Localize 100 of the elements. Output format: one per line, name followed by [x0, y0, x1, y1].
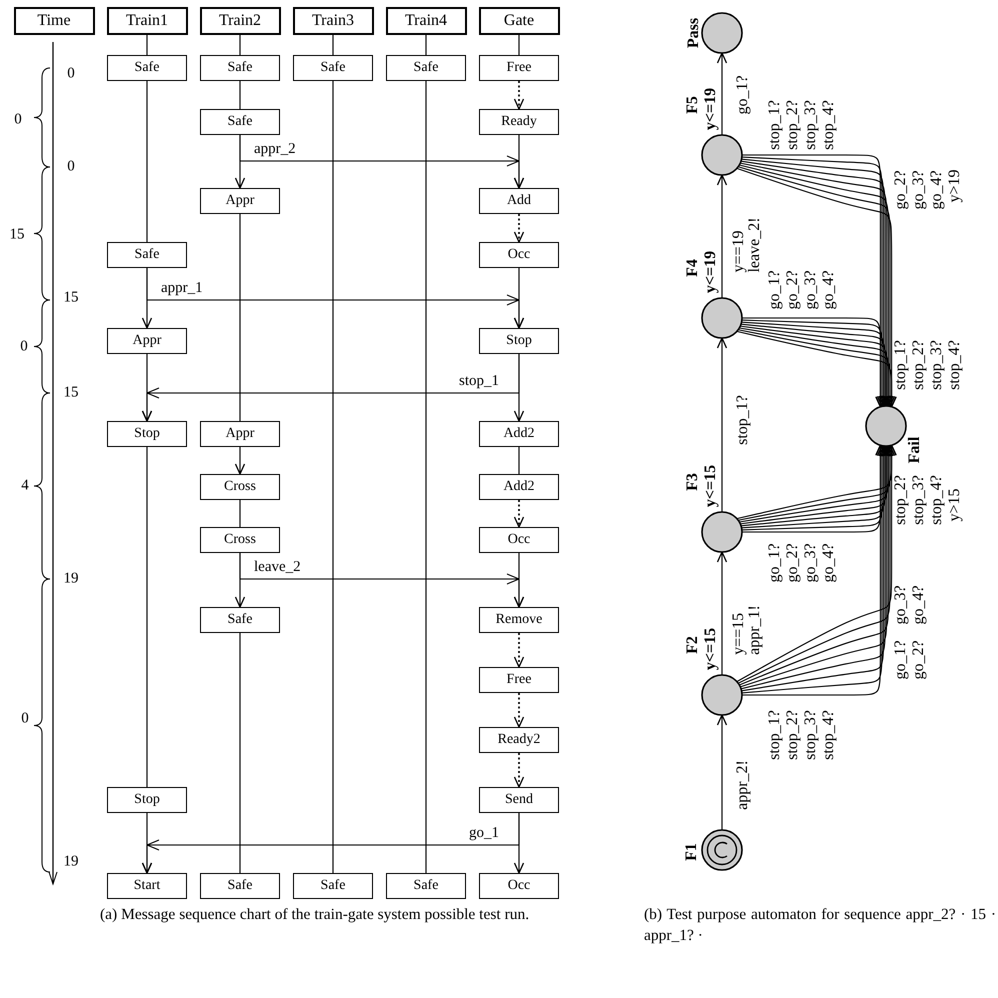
lifeline	[425, 81, 427, 873]
state-box: Send	[479, 787, 559, 813]
lifeline	[239, 214, 241, 421]
state-box: Start	[107, 873, 187, 899]
invariant-label: y<=19	[703, 88, 719, 130]
lifeline-header: Train3	[292, 7, 374, 35]
edge-label: stop_2?	[785, 710, 801, 760]
state-box: Add2	[479, 474, 559, 500]
edge-label: y==19 leave_2!	[731, 217, 763, 273]
edge-label: stop_3?	[803, 100, 819, 150]
transition-arrow	[716, 52, 728, 135]
lifeline-header: Train1	[106, 7, 188, 35]
state-box: Safe	[200, 109, 280, 135]
state-box: Safe	[386, 873, 466, 899]
state-box: Cross	[200, 527, 280, 553]
message-arrow	[239, 134, 524, 189]
edge-label: go_1?	[767, 543, 783, 583]
state-name: F1	[684, 843, 700, 861]
edge-label: go_3?	[803, 270, 819, 310]
invariant-label: y<=15	[703, 464, 719, 508]
lifeline-header: Time	[14, 7, 94, 35]
message-label: go_1	[467, 825, 501, 842]
transition-arrow	[716, 337, 728, 512]
state-box: Occ	[479, 242, 559, 268]
state-name: F5	[685, 96, 701, 114]
transition-arrow	[716, 174, 728, 298]
state-name: F3	[685, 473, 701, 491]
state-box: Free	[479, 55, 559, 81]
time-value: 0	[67, 158, 75, 176]
state-box: Add	[479, 188, 559, 214]
edge-label: stop_2?	[911, 340, 927, 390]
lifeline	[239, 81, 241, 109]
edge-label: go_4?	[911, 585, 927, 625]
lifeline	[239, 500, 241, 527]
lifeline-header: Train2	[200, 7, 280, 35]
edge-label: stop_3?	[803, 710, 819, 760]
lifeline-arrow	[514, 214, 524, 243]
state-box: Ready	[479, 109, 559, 135]
lifeline-header: Train4	[386, 7, 466, 35]
edge-label: stop_4?	[929, 475, 945, 525]
edge-label: y>19	[947, 169, 963, 203]
lifeline	[239, 633, 241, 873]
edge-label: stop_4?	[821, 100, 837, 150]
figure-caption: (a) Message sequence chart of the train-gate system possible test run.	[100, 905, 530, 925]
invariant-label: y<=15	[703, 628, 719, 670]
edge-label: go_4?	[929, 170, 945, 210]
lifeline	[332, 35, 334, 55]
state-box: Stop	[107, 787, 187, 813]
edge-label: stop_1?	[767, 100, 783, 150]
message-label: appr_1	[159, 280, 205, 296]
time-value: 0	[67, 65, 75, 83]
state-box: Cross	[200, 474, 280, 500]
lifeline	[425, 35, 427, 55]
edge-label: appr_2!	[735, 760, 751, 810]
edge-label: stop_1?	[735, 395, 751, 445]
transition-arrow	[716, 551, 728, 675]
state-box: Safe	[107, 242, 187, 268]
edge-label: go_2?	[893, 170, 909, 210]
lifeline-arrow	[234, 447, 246, 475]
state-box: Safe	[200, 873, 280, 899]
edge-label: go_2?	[785, 543, 801, 583]
edge-label: go_4?	[821, 543, 837, 583]
edge-label: stop_2?	[785, 100, 801, 150]
edge-label: stop_1?	[893, 340, 909, 390]
state-box: Stop	[107, 421, 187, 447]
invariant-label: y<=19	[703, 250, 719, 294]
state-box: Safe	[107, 55, 187, 81]
lifeline-header: Gate	[478, 7, 560, 35]
state-box: Remove	[479, 607, 559, 633]
transition-arrow	[716, 714, 728, 830]
lifeline-arrow	[514, 500, 524, 528]
state-name: F2	[685, 636, 701, 654]
lifeline-arrow	[514, 81, 524, 110]
message-arrow	[146, 267, 524, 329]
edge-label: stop_1?	[767, 710, 783, 760]
edge-label: go_3?	[911, 170, 927, 210]
state-box: Appr	[200, 421, 280, 447]
state-name: Pass	[686, 18, 702, 48]
edge-label: go_3?	[893, 585, 909, 625]
edge-label: go_2?	[785, 270, 801, 310]
lifeline	[146, 447, 148, 787]
lifeline-arrow	[514, 693, 524, 728]
time-value: 4	[21, 477, 29, 495]
edge-label: go_1?	[735, 75, 751, 115]
state-box: Occ	[479, 873, 559, 899]
message-arrow	[142, 812, 520, 874]
state-box: Occ	[479, 527, 559, 553]
message-label: leave_2	[252, 559, 303, 576]
message-arrow	[142, 353, 520, 422]
state-box: Ready2	[479, 727, 559, 753]
lifeline	[146, 35, 148, 55]
lifeline	[518, 35, 520, 55]
edge-label: stop_3?	[929, 340, 945, 390]
lifeline-arrow	[514, 753, 524, 788]
lifeline	[518, 447, 520, 474]
state-box: Free	[479, 667, 559, 693]
edge-label: go_2?	[911, 640, 927, 680]
state-box: Add2	[479, 421, 559, 447]
time-value: 15	[64, 289, 78, 307]
time-value: 15	[10, 226, 24, 244]
